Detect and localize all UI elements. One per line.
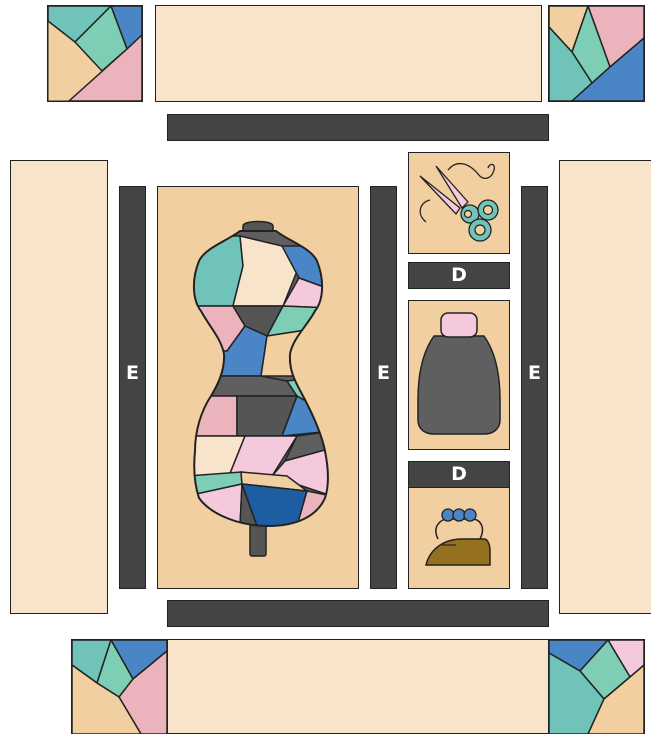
- bottom-sashing-strip: [167, 600, 549, 627]
- dress-form-icon: [157, 186, 359, 589]
- dress-form-block: [157, 186, 359, 589]
- iron-block: [408, 487, 510, 589]
- left-border-strip: [10, 160, 108, 614]
- top-sashing-strip: [167, 114, 549, 141]
- sash-d-top: D: [408, 262, 510, 289]
- sash-e-middle: E: [370, 186, 397, 589]
- sash-e-right: E: [521, 186, 548, 589]
- corner-block-bottom-left: [71, 639, 168, 734]
- corner-block-top-left: [47, 5, 143, 102]
- spool-block: [408, 300, 510, 450]
- right-border-strip: [559, 160, 651, 614]
- corner-block-top-right: [548, 5, 645, 102]
- sash-e-middle-label: E: [371, 362, 396, 384]
- iron-icon: [408, 487, 510, 589]
- corner-block-bottom-right: [548, 639, 645, 734]
- top-border-strip: [155, 5, 542, 102]
- sash-e-left: E: [119, 186, 146, 589]
- sash-e-right-label: E: [522, 362, 547, 384]
- sash-e-left-label: E: [120, 362, 145, 384]
- bottom-border-strip: [167, 639, 549, 734]
- scissors-icon: [408, 152, 510, 254]
- sash-d-bottom: D: [408, 461, 510, 488]
- sash-d-top-label: D: [409, 264, 509, 286]
- scissors-block: [408, 152, 510, 254]
- thread-spool-icon: [408, 300, 510, 450]
- sash-d-bottom-label: D: [409, 463, 509, 485]
